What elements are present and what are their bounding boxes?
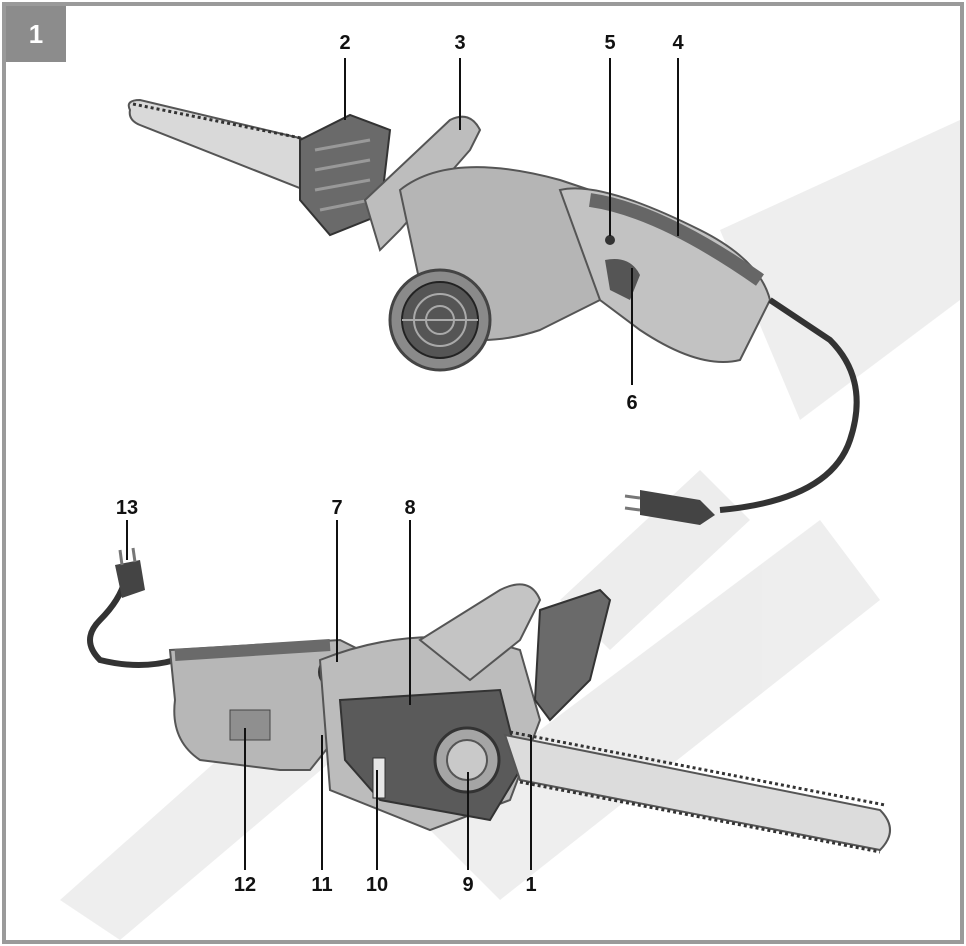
bottom-plug bbox=[115, 560, 145, 598]
top-chainsaw bbox=[127, 98, 860, 525]
callout-12: 12 bbox=[233, 874, 257, 896]
callout-6: 6 bbox=[626, 392, 638, 414]
top-plug bbox=[640, 490, 715, 525]
leader-lines bbox=[126, 58, 679, 870]
figure-number-badge: 1 bbox=[6, 6, 66, 62]
callout-1: 1 bbox=[525, 874, 537, 896]
callout-10: 10 bbox=[365, 874, 389, 896]
callout-13: 13 bbox=[115, 497, 139, 519]
callout-7: 7 bbox=[331, 497, 343, 519]
lock-button bbox=[605, 235, 615, 245]
bottom-chainsaw bbox=[87, 547, 891, 854]
callout-9: 9 bbox=[462, 874, 474, 896]
bottom-trigger bbox=[229, 709, 271, 741]
oil-level-window bbox=[372, 757, 386, 799]
bottom-guide-bar bbox=[503, 733, 891, 852]
top-power-cord bbox=[719, 297, 860, 513]
bottom-chain-guard bbox=[533, 588, 612, 722]
callout-4: 4 bbox=[672, 32, 684, 54]
callout-5: 5 bbox=[604, 32, 616, 54]
callout-8: 8 bbox=[404, 497, 416, 519]
callout-11: 11 bbox=[311, 874, 333, 896]
callout-2: 2 bbox=[339, 32, 351, 54]
bottom-front-handle bbox=[418, 583, 542, 682]
callout-3: 3 bbox=[454, 32, 466, 54]
bottom-power-cord bbox=[87, 579, 176, 668]
